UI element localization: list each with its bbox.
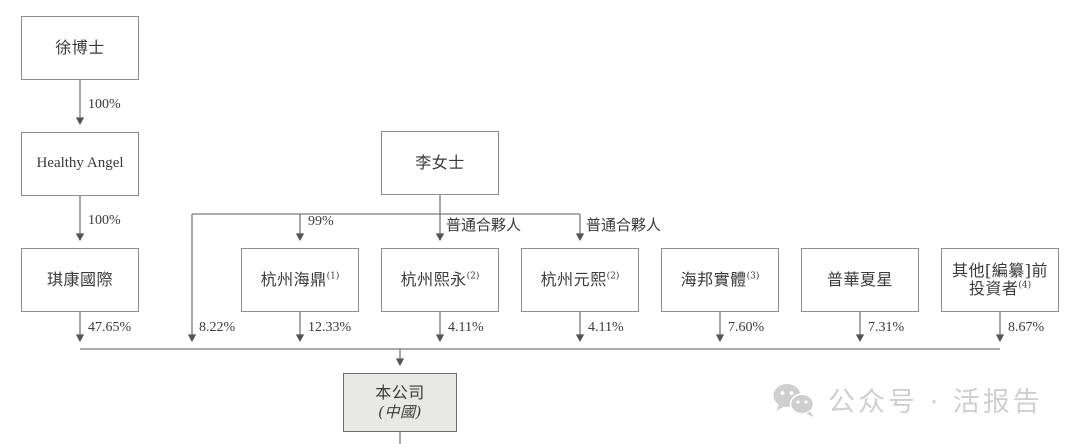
node-label: 普華夏星 — [826, 269, 893, 289]
node-label: 李女士 — [415, 152, 465, 172]
label-xiyong-pct: 4.11% — [448, 320, 484, 335]
node-hangzhou-xiyong[interactable]: 杭州熙永(2) — [381, 248, 499, 312]
node-li-madam[interactable]: 李女士 — [381, 131, 499, 195]
node-label: 徐博士 — [55, 37, 105, 57]
label-xu-to-healthy-pct: 100% — [88, 97, 121, 112]
node-label: Healthy Angel — [36, 155, 124, 172]
node-hangzhou-haiding[interactable]: 杭州海鼎(1) — [241, 248, 359, 312]
label-li-to-xiyong-role: 普通合夥人 — [446, 216, 522, 234]
node-label: 琪康國際 — [46, 269, 113, 289]
node-xu-doctor[interactable]: 徐博士 — [21, 16, 139, 80]
label-healthy-to-qikang-pct: 100% — [88, 213, 121, 228]
node-label: 杭州熙永(2) — [400, 269, 480, 289]
company-name: 本公司 — [375, 383, 425, 403]
label-puhua-pct: 7.31% — [868, 320, 905, 335]
label-li-to-haiding-pct: 99% — [308, 214, 334, 229]
company-sublabel: (中國) — [378, 402, 422, 421]
label-others-pct: 8.67% — [1008, 320, 1045, 335]
node-the-company[interactable]: 本公司 (中國) — [343, 373, 457, 432]
node-label: 杭州元熙(2) — [540, 269, 620, 289]
node-label: 海邦實體(3) — [680, 269, 760, 289]
node-haibang-entities[interactable]: 海邦實體(3) — [661, 248, 779, 312]
node-label: 杭州海鼎(1) — [260, 269, 340, 289]
label-li-direct-pct: 8.22% — [199, 320, 236, 335]
node-label-line2: 投資者(4) — [968, 279, 1032, 298]
node-qikang-international[interactable]: 琪康國際 — [21, 248, 139, 312]
label-yuanxi-pct: 4.11% — [588, 320, 624, 335]
node-hangzhou-yuanxi[interactable]: 杭州元熙(2) — [521, 248, 639, 312]
label-qikang-pct: 47.65% — [88, 320, 132, 335]
label-haibang-pct: 7.60% — [728, 320, 765, 335]
node-label-line1: 其他[編纂]前 — [952, 260, 1048, 280]
node-healthy-angel[interactable]: Healthy Angel — [21, 132, 139, 196]
label-li-to-yuanxi-role: 普通合夥人 — [586, 216, 662, 234]
node-puhua-xiaxing[interactable]: 普華夏星 — [801, 248, 919, 312]
node-other-pre-ipo-investors[interactable]: 其他[編纂]前 投資者(4) — [941, 248, 1059, 312]
label-haiding-pct: 12.33% — [308, 320, 352, 335]
